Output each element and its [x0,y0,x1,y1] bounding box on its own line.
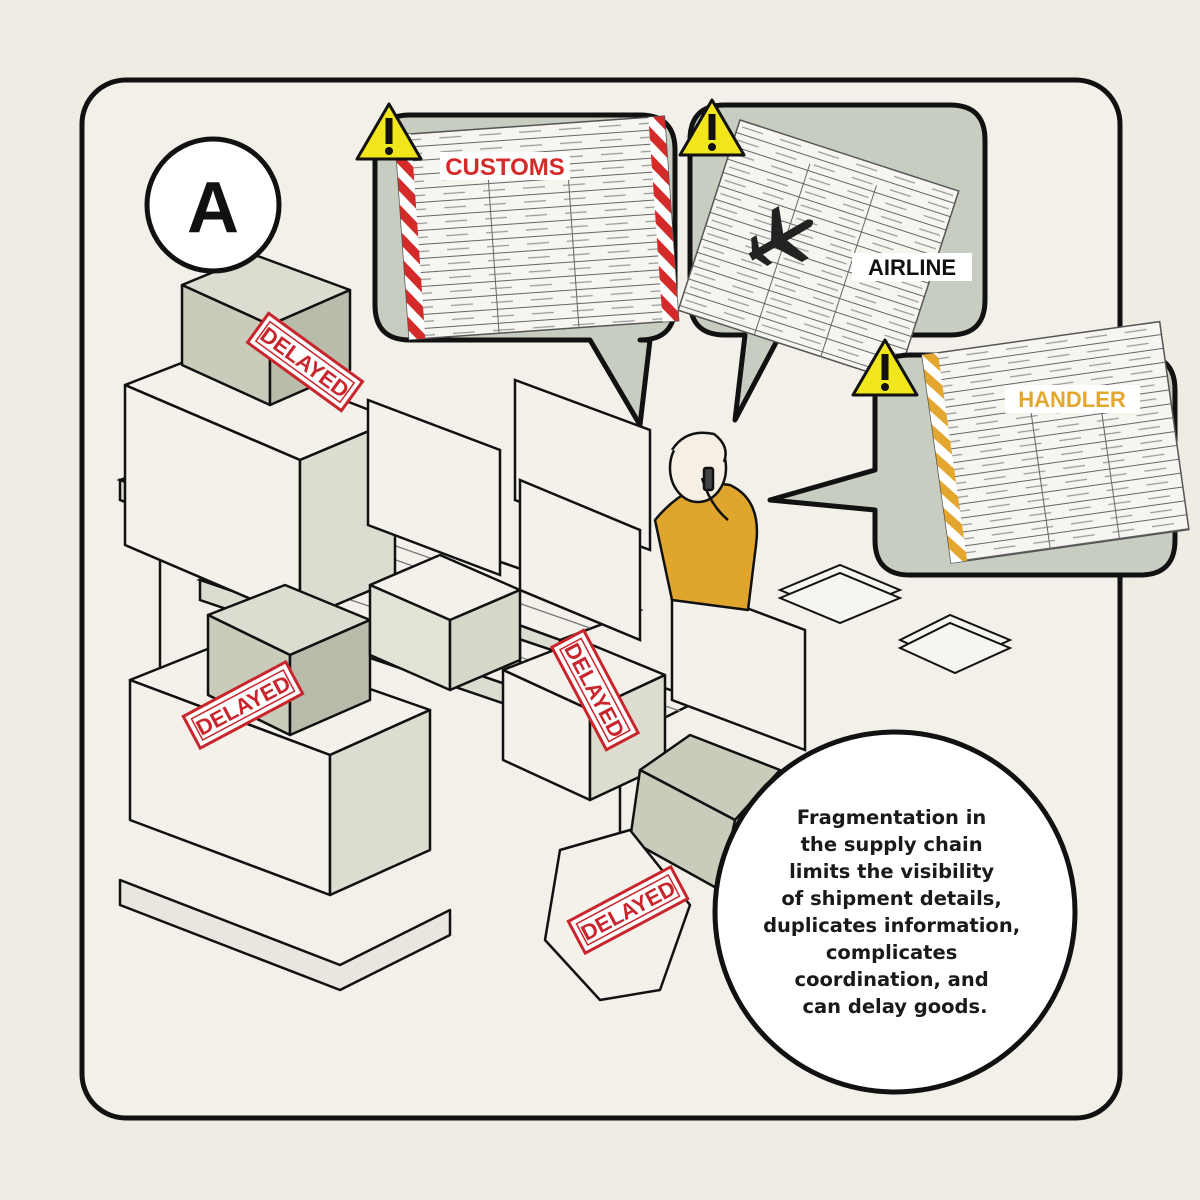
customs-form [394,115,680,341]
customs-label: CUSTOMS [445,154,565,181]
handler-label-bg [1005,385,1140,413]
panel-badge: A [144,136,282,274]
caption-text: Fragmentation in the supply chain limits… [763,806,1027,1018]
customs-label-bg [440,152,570,180]
airline-form [677,119,960,383]
box-center [368,553,522,692]
caption-circle: Fragmentation in the supply chain limits… [712,729,1078,1095]
caption-line: of shipment details, [781,887,1001,910]
worker-figure [653,431,759,612]
box-stack-left [123,253,397,622]
caption-line: limits the visibility [789,860,994,883]
airline-bubble: AIRLINE [677,102,988,423]
caption-line: the supply chain [801,833,983,856]
caption-line: coordination, and [795,968,989,991]
airline-label: AIRLINE [868,255,956,280]
caption-line: can delay goods. [802,995,987,1018]
caption-line: complicates [826,941,957,964]
handler-bubble: HANDLER [767,320,1190,578]
badge-letter: A [187,168,239,248]
paper-stack [777,563,1013,675]
caption-line: duplicates information, [763,914,1020,937]
airline-label-bg [852,253,972,281]
caption-line: Fragmentation in [797,806,986,829]
handler-label: HANDLER [1018,387,1126,412]
airplane-icon [748,206,814,266]
handler-form [921,320,1190,564]
monitor-group [366,378,807,752]
